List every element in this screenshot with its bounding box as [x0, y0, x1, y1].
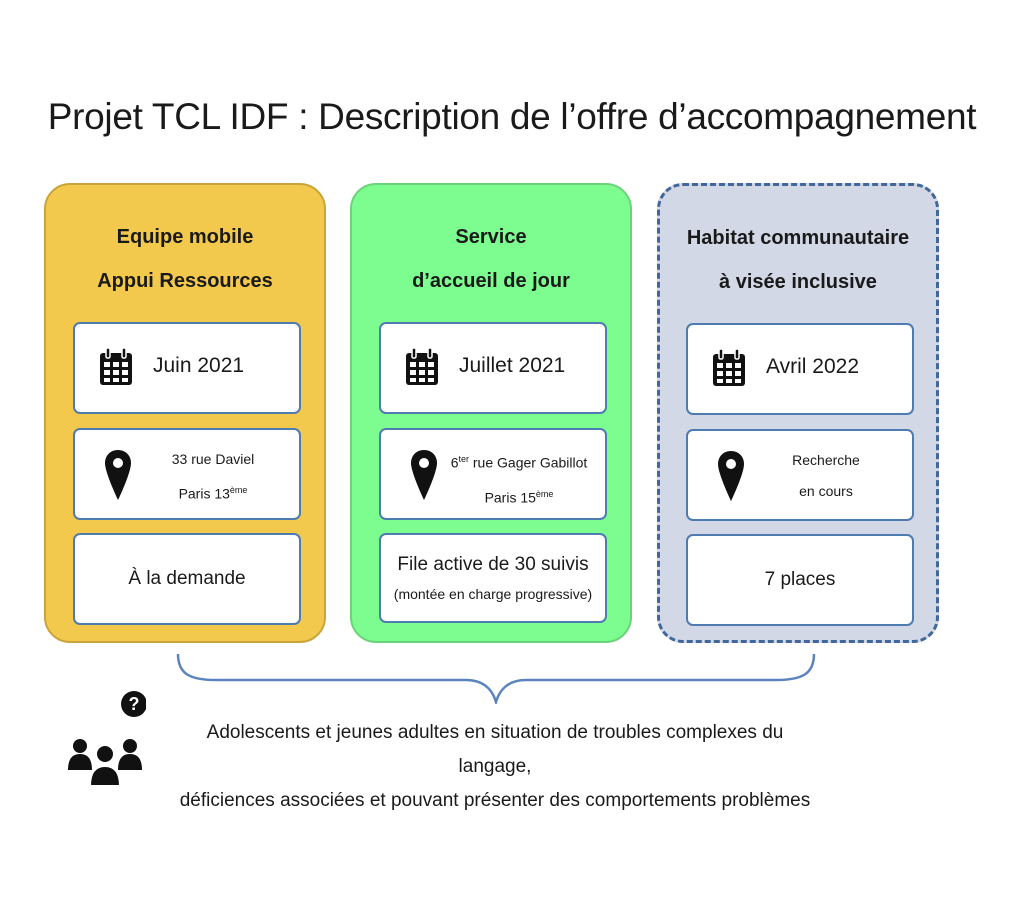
map-pin-icon [411, 450, 437, 500]
column-heading: Service d’accueil de jour [352, 215, 630, 303]
address-line2: Paris 15ème [484, 488, 554, 506]
calendar-icon [713, 349, 745, 386]
address-line2: Paris 13ème [178, 485, 248, 502]
target-audience: Adolescents et jeunes adultes en situati… [170, 716, 820, 818]
location-card: Recherche en cours [686, 429, 914, 521]
page-title: Projet TCL IDF : Description de l’offre … [47, 96, 977, 137]
target-audience-line2: déficiences associées et pouvant présent… [179, 790, 811, 811]
capacity-card: 7 places [686, 534, 914, 626]
column-heading-line2: à visée inclusive [719, 271, 877, 293]
capacity-text: File active de 30 suivis (montée en char… [393, 554, 593, 602]
map-pin-icon [718, 451, 744, 501]
address: 33 rue Daviel Paris 13ème [137, 444, 289, 510]
column-heading: Habitat communautaire à visée inclusive [660, 216, 936, 304]
start-date: Juillet 2021 [459, 354, 566, 377]
start-date: Juin 2021 [153, 354, 245, 377]
capacity-text: À la demande [128, 568, 246, 589]
capacity-text: 7 places [764, 569, 836, 590]
people-question-icon: ? [68, 691, 146, 787]
address-line1: 33 rue Daviel [171, 451, 255, 467]
calendar-icon [406, 348, 438, 385]
target-audience-line1: Adolescents et jeunes adultes en situati… [206, 722, 784, 777]
column-heading: Equipe mobile Appui Ressources [46, 215, 324, 303]
column-accueil-de-jour: Service d’accueil de jour Juillet 2021 6… [350, 183, 632, 643]
date-card: Avril 2022 [686, 323, 914, 415]
column-heading-line1: Service [455, 226, 527, 248]
column-habitat-communautaire: Habitat communautaire à visée inclusive … [657, 183, 939, 643]
svg-text:?: ? [129, 694, 140, 714]
column-heading-line2: Appui Ressources [97, 270, 273, 292]
calendar-icon [100, 348, 132, 385]
date-card: Juillet 2021 [379, 322, 607, 414]
capacity-card: À la demande [73, 533, 301, 625]
column-heading-line1: Equipe mobile [116, 226, 254, 248]
address-line1: Recherche [792, 452, 860, 468]
address: 6ter rue Gager Gabillot Paris 15ème [443, 444, 595, 513]
column-equipe-mobile: Equipe mobile Appui Ressources Juin 2021… [44, 183, 326, 643]
address: Recherche en cours [750, 445, 902, 507]
start-date: Avril 2022 [766, 355, 860, 378]
capacity-card: File active de 30 suivis (montée en char… [379, 533, 607, 623]
column-heading-line2: d’accueil de jour [412, 270, 570, 292]
date-card: Juin 2021 [73, 322, 301, 414]
capacity-note: (montée en charge progressive) [393, 586, 593, 602]
address-line1: 6ter rue Gager Gabillot [450, 454, 588, 471]
column-heading-line1: Habitat communautaire [686, 227, 910, 249]
location-card: 33 rue Daviel Paris 13ème [73, 428, 301, 520]
address-line2: en cours [799, 483, 853, 499]
location-card: 6ter rue Gager Gabillot Paris 15ème [379, 428, 607, 520]
map-pin-icon [105, 450, 131, 500]
grouping-brace [176, 653, 816, 704]
